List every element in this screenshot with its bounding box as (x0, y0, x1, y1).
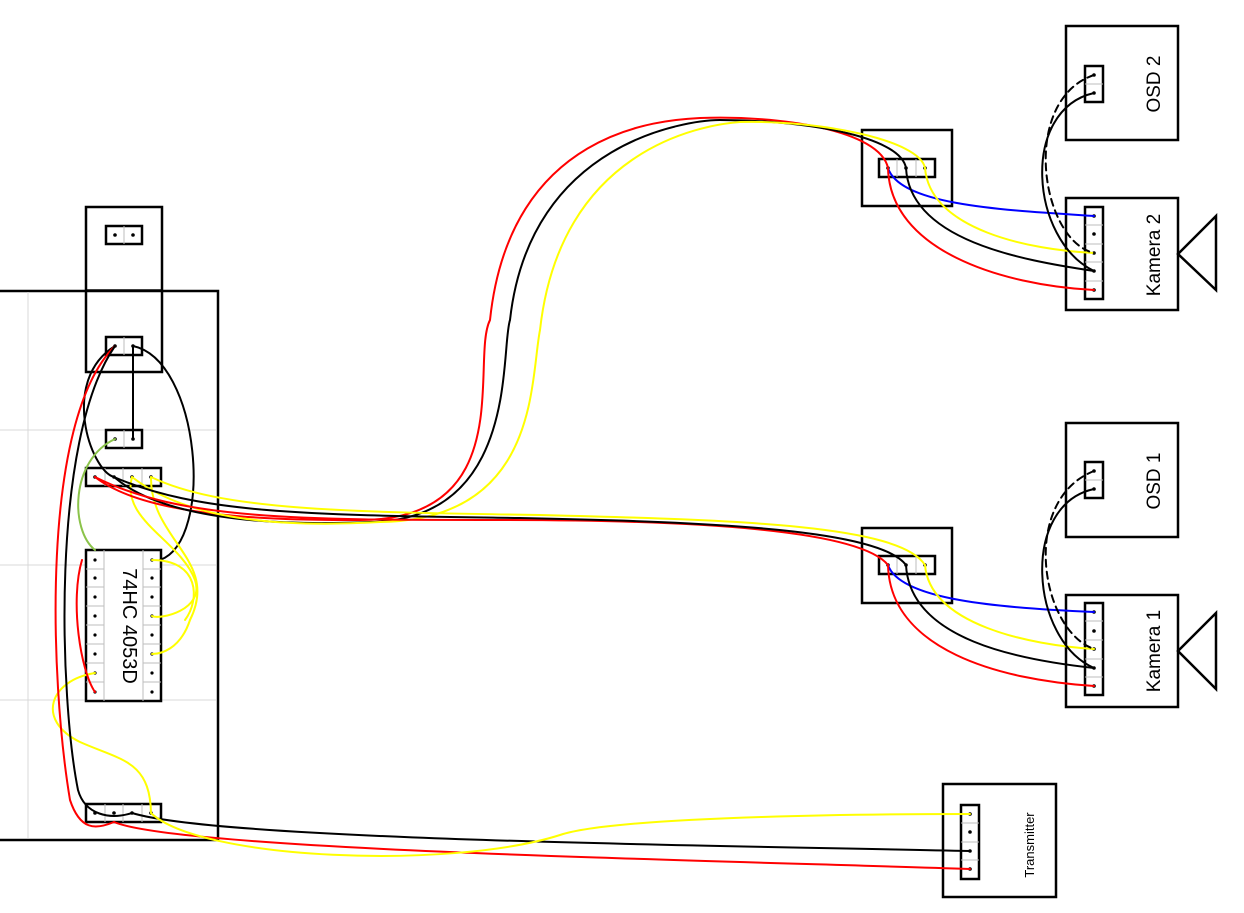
kamera1-module: Kamera 1 (1064, 593, 1218, 709)
camera-lens-icon (1176, 212, 1218, 293)
osd1-label: OSD 1 (1144, 452, 1165, 509)
camera-lens-icon (1176, 609, 1218, 693)
kamera1-label: Kamera 1 (1144, 610, 1165, 692)
mux-chip: 74HC 4053D (84, 548, 163, 703)
transmitter-module: Transmitter (941, 782, 1058, 899)
osd1-module: OSD 1 (1064, 421, 1180, 539)
wires (51, 74, 1095, 870)
chip-label: 74HC 4053D (118, 568, 140, 684)
kamera2-label: Kamera 2 (1144, 214, 1165, 296)
kamera2-module: Kamera 2 (1064, 196, 1218, 312)
board-header-2pin (104, 428, 144, 450)
osd2-module: OSD 2 (1064, 24, 1180, 142)
osd2-label: OSD 2 (1144, 55, 1165, 112)
transmitter-label: Transmitter (1022, 812, 1037, 878)
